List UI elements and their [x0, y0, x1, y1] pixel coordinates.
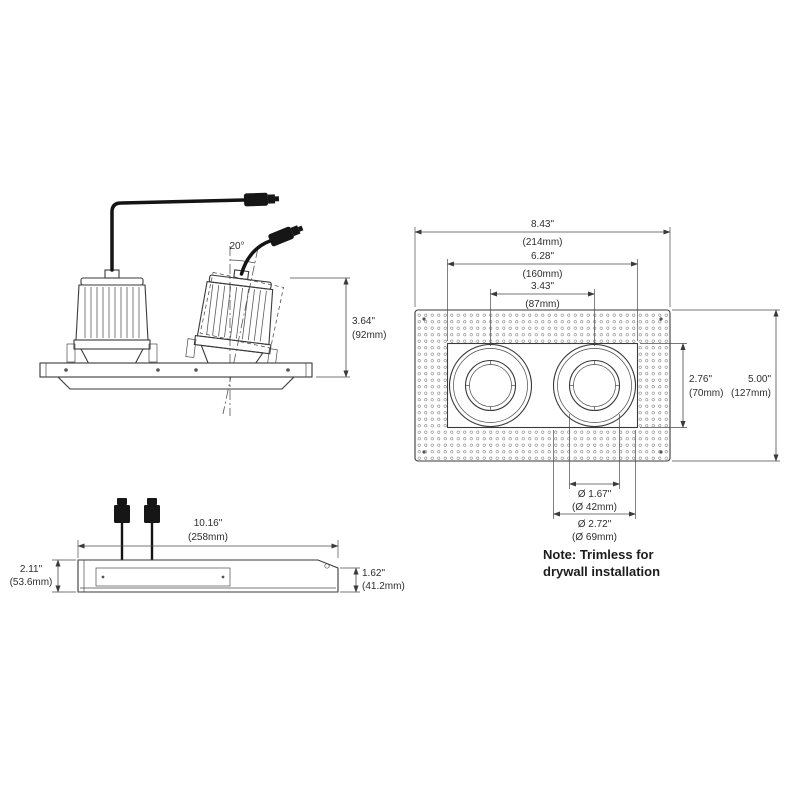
screw-icon: [286, 368, 290, 372]
corner-screw-icon: [422, 317, 426, 321]
dim-housing-width-mm: (258mm): [188, 532, 228, 543]
installation-note-line2: drywall installation: [543, 564, 660, 579]
tilt-angle-label: 20°: [229, 241, 244, 252]
connector-right: [268, 225, 304, 247]
corner-screw-icon: [659, 450, 663, 454]
dim-cutout-height-mm: (70mm): [689, 388, 723, 399]
dim-side-height-mm: (92mm): [352, 330, 386, 341]
screw-icon: [194, 368, 198, 372]
trim-flange: [56, 376, 296, 390]
power-cable-left: [110, 198, 246, 272]
dim-housing-height-in: 2.11": [20, 564, 43, 575]
dim-trim-dia-in: Ø 2.72": [578, 519, 612, 530]
dim-overall-height: 5.00" (127mm): [672, 309, 780, 462]
power-cable-right: [239, 239, 272, 276]
bottom-view: 10.16" (258mm) 2.11" (53.6mm) 1.62" (41.…: [10, 498, 405, 593]
screw-icon: [156, 368, 160, 372]
dim-overall-width-in: 8.43": [531, 219, 554, 230]
trim-ring-left: [448, 343, 533, 428]
dim-housing-height: 2.11" (53.6mm): [10, 559, 76, 593]
dim-housing-width: 10.16" (258mm): [77, 518, 339, 558]
front-view: 8.43" (214mm) 6.28" (160mm) 3.43" (87mm)…: [414, 219, 780, 579]
connector-top-left: [114, 498, 130, 562]
corner-screw-icon: [422, 450, 426, 454]
dim-center-spacing-mm: (87mm): [525, 299, 559, 310]
housing-profile: [77, 559, 339, 593]
dim-trim-diameter: Ø 2.72" (Ø 69mm): [552, 430, 637, 543]
led-module-right: [184, 264, 287, 373]
dim-side-height: 3.64" (92mm): [290, 277, 386, 378]
mounting-plate: [39, 362, 313, 390]
connector-top-right: [144, 498, 160, 562]
dim-center-spacing: 3.43" (87mm): [489, 281, 596, 346]
dim-aperture-dia-mm: (Ø 42mm): [572, 502, 617, 513]
dim-cutout-height: 2.76" (70mm): [640, 342, 723, 429]
corner-screw-icon: [659, 317, 663, 321]
dim-overall-height-in: 5.00": [748, 374, 771, 385]
dim-housing-depth-in: 1.62": [362, 568, 385, 579]
dim-trim-dia-mm: (Ø 69mm): [572, 532, 617, 543]
dim-center-spacing-in: 3.43": [531, 281, 554, 292]
dim-housing-depth-mm: (41.2mm): [362, 581, 405, 592]
label-plate: [95, 567, 231, 587]
dim-cutout-width-mm: (160mm): [522, 269, 562, 280]
installation-note-line1: Note: Trimless for: [543, 547, 654, 562]
side-view: 20°: [39, 192, 386, 416]
dim-overall-height-mm: (127mm): [731, 388, 771, 399]
dim-cutout-width: 6.28" (160mm): [446, 251, 639, 341]
dim-cutout-height-in: 2.76": [689, 374, 712, 385]
connector-left: [243, 192, 280, 207]
screw-icon: [324, 563, 330, 569]
trim-ring-right: [552, 343, 637, 428]
led-module-left: [66, 269, 158, 367]
rivet-icon: [221, 575, 225, 579]
dim-housing-width-in: 10.16": [194, 518, 223, 529]
dim-housing-height-mm: (53.6mm): [10, 577, 53, 588]
dim-aperture-diameter: Ø 1.67" (Ø 42mm): [568, 414, 621, 513]
dim-cutout-width-in: 6.28": [531, 251, 554, 262]
dim-aperture-dia-in: Ø 1.67": [578, 489, 612, 500]
dim-side-height-in: 3.64": [352, 316, 375, 327]
plate-outline: [414, 309, 671, 462]
dim-housing-depth: 1.62" (41.2mm): [340, 567, 405, 593]
dim-overall-width: 8.43" (214mm): [414, 219, 671, 307]
dim-overall-width-mm: (214mm): [522, 237, 562, 248]
rivet-icon: [101, 575, 105, 579]
angle-arc: [229, 259, 256, 264]
screw-icon: [64, 368, 68, 372]
